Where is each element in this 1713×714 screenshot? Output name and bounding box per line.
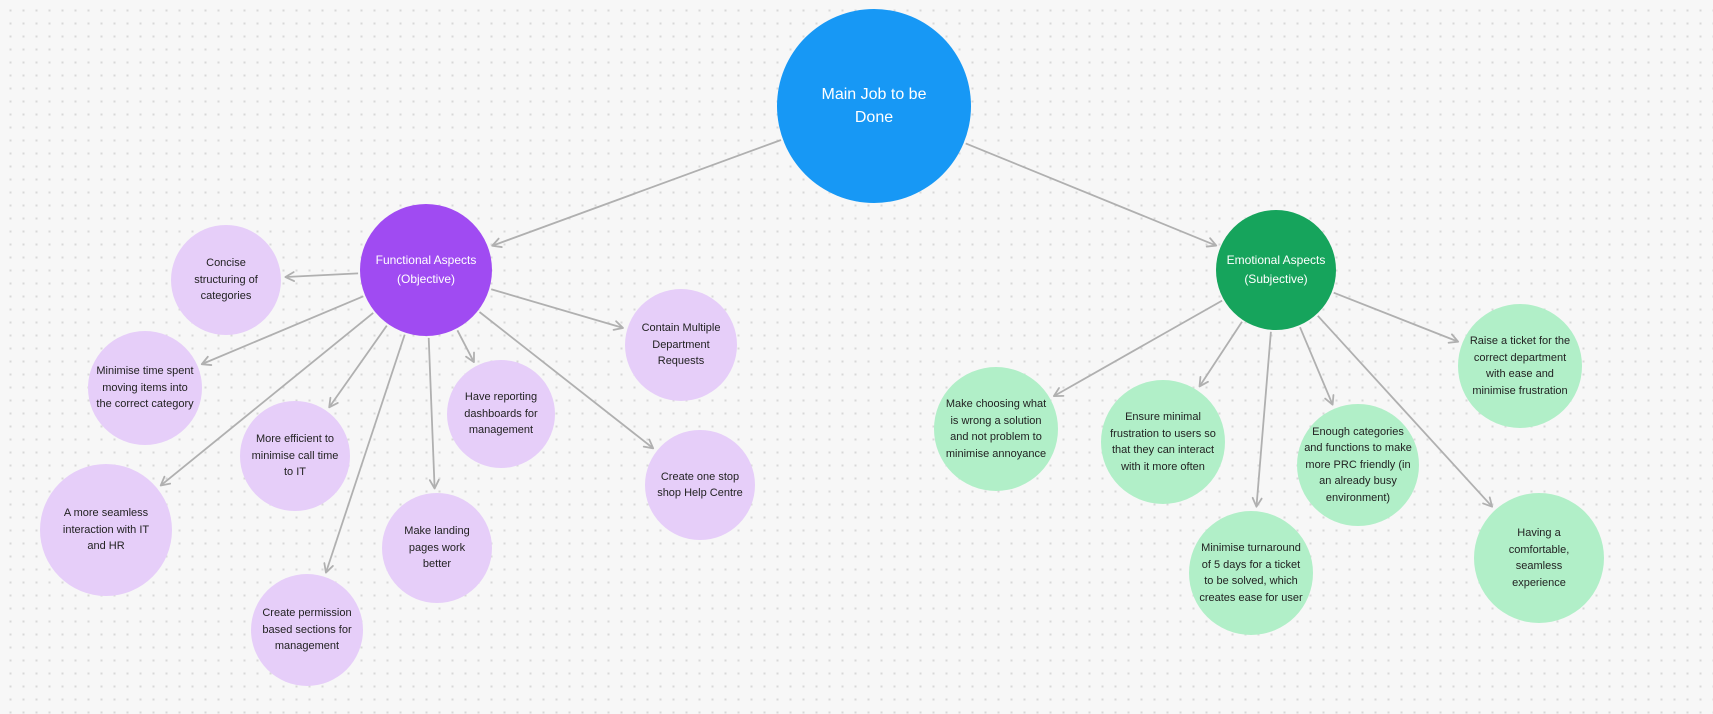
node-label-seamless-it-hr: A more seamless interaction with IT and … xyxy=(62,507,150,553)
connector-arrow-emotional-to-enough-categories[interactable] xyxy=(1299,326,1335,406)
node-label-having-comfortable: Having a comfortable, seamless experienc… xyxy=(1508,527,1570,589)
node-main[interactable]: Main Job to be Done xyxy=(777,9,971,203)
node-make-choosing[interactable]: Make choosing what is wrong a solution a… xyxy=(934,367,1058,491)
connector-arrow-functional-to-one-stop-shop[interactable] xyxy=(478,311,655,450)
connector-arrow-main-to-functional[interactable] xyxy=(491,139,782,248)
connector-arrow-emotional-to-make-choosing[interactable] xyxy=(1052,299,1223,398)
node-minimise-time[interactable]: Minimise time spent moving items into th… xyxy=(88,331,202,445)
node-label-functional: Functional Aspects (Objective) xyxy=(375,253,477,286)
node-label-more-efficient: More efficient to minimise call time to … xyxy=(251,433,339,479)
connector-arrow-functional-to-seamless-it-hr[interactable] xyxy=(159,312,374,487)
connector-arrow-functional-to-make-landing[interactable] xyxy=(427,337,440,490)
node-one-stop-shop[interactable]: Create one stop shop Help Centre xyxy=(645,430,755,540)
node-more-efficient[interactable]: More efficient to minimise call time to … xyxy=(240,401,350,511)
node-label-one-stop-shop: Create one stop shop Help Centre xyxy=(657,470,743,500)
node-minimise-turnaround[interactable]: Minimise turnaround of 5 days for a tick… xyxy=(1189,511,1313,635)
node-label-contain-multiple: Contain Multiple Department Requests xyxy=(641,322,721,368)
connector-arrow-functional-to-minimise-time[interactable] xyxy=(200,295,364,366)
node-functional[interactable]: Functional Aspects (Objective) xyxy=(360,204,492,336)
node-label-ensure-minimal: Ensure minimal frustration to users so t… xyxy=(1110,411,1216,473)
node-raise-ticket[interactable]: Raise a ticket for the correct departmen… xyxy=(1458,304,1582,428)
connector-arrow-functional-to-create-permission[interactable] xyxy=(323,334,406,574)
connector-arrow-emotional-to-raise-ticket[interactable] xyxy=(1333,291,1460,344)
node-label-raise-ticket: Raise a ticket for the correct departmen… xyxy=(1469,335,1571,397)
node-having-comfortable[interactable]: Having a comfortable, seamless experienc… xyxy=(1474,493,1604,623)
connector-arrow-functional-to-contain-multiple[interactable] xyxy=(490,288,624,331)
node-label-make-landing: Make landing pages work better xyxy=(404,525,470,571)
connector-arrow-emotional-to-minimise-turnaround[interactable] xyxy=(1251,331,1272,508)
node-concise[interactable]: Concise structuring of categories xyxy=(171,225,281,335)
node-seamless-it-hr[interactable]: A more seamless interaction with IT and … xyxy=(40,464,172,596)
node-contain-multiple[interactable]: Contain Multiple Department Requests xyxy=(625,289,737,401)
node-label-minimise-time: Minimise time spent moving items into th… xyxy=(96,365,194,411)
node-label-main: Main Job to be Done xyxy=(821,85,927,126)
node-ensure-minimal[interactable]: Ensure minimal frustration to users so t… xyxy=(1101,380,1225,504)
node-enough-categories[interactable]: Enough categories and functions to make … xyxy=(1297,404,1419,526)
node-reporting-dash[interactable]: Have reporting dashboards for management xyxy=(447,360,555,468)
node-create-permission[interactable]: Create permission based sections for man… xyxy=(251,574,363,686)
connector-arrow-emotional-to-having-comfortable[interactable] xyxy=(1317,315,1494,508)
node-label-create-permission: Create permission based sections for man… xyxy=(262,607,352,653)
node-label-concise: Concise structuring of categories xyxy=(194,257,258,303)
connector-arrow-functional-to-concise[interactable] xyxy=(284,271,359,282)
connector-arrow-emotional-to-ensure-minimal[interactable] xyxy=(1198,321,1243,388)
connector-arrow-functional-to-reporting-dash[interactable] xyxy=(456,329,475,364)
node-label-emotional: Emotional Aspects (Subjective) xyxy=(1226,253,1326,286)
node-label-minimise-turnaround: Minimise turnaround of 5 days for a tick… xyxy=(1199,542,1303,604)
node-emotional[interactable]: Emotional Aspects (Subjective) xyxy=(1216,210,1336,330)
node-make-landing[interactable]: Make landing pages work better xyxy=(382,493,492,603)
node-label-enough-categories: Enough categories and functions to make … xyxy=(1304,425,1412,504)
node-label-make-choosing: Make choosing what is wrong a solution a… xyxy=(945,398,1047,460)
connector-arrow-main-to-emotional[interactable] xyxy=(965,142,1218,248)
connector-arrow-functional-to-more-efficient[interactable] xyxy=(328,325,388,409)
node-label-reporting-dash: Have reporting dashboards for management xyxy=(464,391,538,437)
